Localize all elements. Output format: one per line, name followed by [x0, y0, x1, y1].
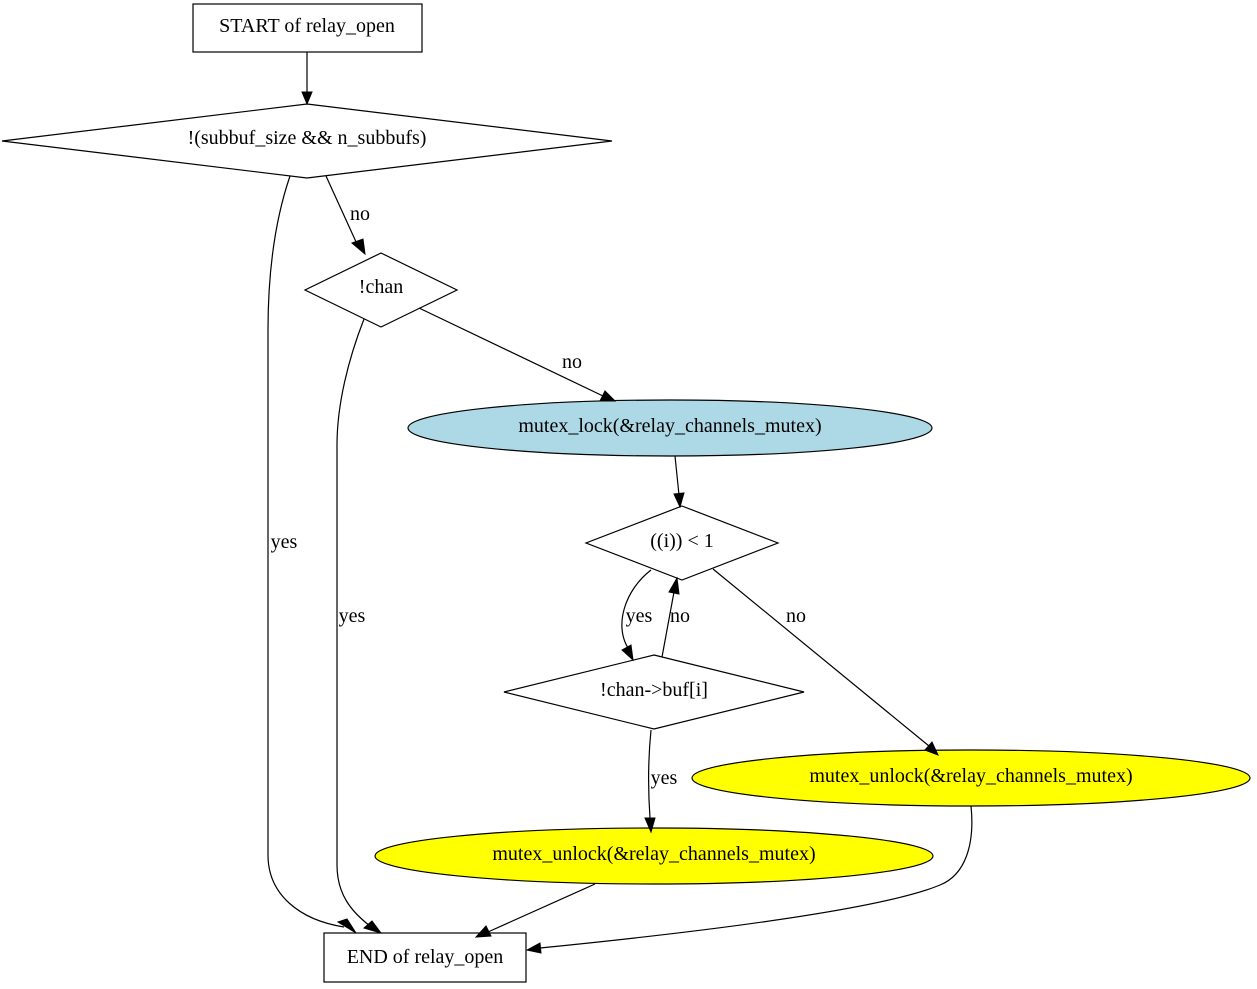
edge-label-loop-yes: yes — [626, 605, 653, 627]
end-node: END of relay_open — [323, 932, 527, 983]
edge-loop-to-buf: yes — [621, 569, 653, 662]
edge-unlock-right-to-end — [525, 805, 973, 954]
start-node-label: START of relay_open — [219, 15, 395, 37]
edge-label-subbuf-no: no — [350, 203, 370, 225]
edge-unlock-bottom-to-end — [474, 883, 596, 938]
edge-label-buf-no: no — [670, 605, 690, 627]
loop-condition-label: ((i)) < 1 — [650, 530, 713, 552]
buf-condition-label: !chan->buf[i] — [600, 679, 708, 701]
edge-label-chan-no: no — [562, 351, 582, 373]
mutex-lock-label: mutex_lock(&relay_channels_mutex) — [518, 415, 821, 437]
mutex-unlock-right-node: mutex_unlock(&relay_channels_mutex) — [691, 749, 1251, 807]
subbuf-condition-label: !(subbuf_size && n_subbufs) — [188, 127, 427, 149]
edge-label-loop-no: no — [786, 605, 806, 627]
edge-buf-to-unlock-bottom: yes — [644, 729, 678, 834]
end-node-label: END of relay_open — [347, 946, 504, 968]
edge-label-chan-yes: yes — [339, 605, 366, 627]
edge-chan-to-end: yes — [336, 318, 383, 934]
edge-label-subbuf-yes: yes — [271, 531, 298, 553]
edge-start-to-subbuf — [301, 52, 313, 106]
mutex-unlock-bottom-node: mutex_unlock(&relay_channels_mutex) — [374, 827, 934, 885]
edge-loop-to-unlock-right: no — [712, 568, 939, 756]
subbuf-condition-node: !(subbuf_size && n_subbufs) — [1, 103, 613, 179]
edge-buf-to-loop: no — [661, 576, 690, 658]
mutex-unlock-bottom-label: mutex_unlock(&relay_channels_mutex) — [492, 843, 815, 865]
edge-label-buf-yes: yes — [651, 767, 678, 789]
edge-subbuf-to-chan: no — [325, 175, 370, 256]
start-node: START of relay_open — [192, 3, 423, 53]
mutex-unlock-right-label: mutex_unlock(&relay_channels_mutex) — [809, 765, 1132, 787]
buf-condition-node: !chan->buf[i] — [503, 654, 805, 730]
edge-subbuf-to-end: yes — [267, 175, 357, 934]
edge-lock-to-loop — [673, 455, 685, 509]
loop-condition-node: ((i)) < 1 — [584, 505, 780, 581]
mutex-lock-node: mutex_lock(&relay_channels_mutex) — [407, 399, 933, 457]
chan-condition-label: !chan — [359, 276, 403, 298]
edge-chan-to-lock: no — [418, 307, 617, 402]
